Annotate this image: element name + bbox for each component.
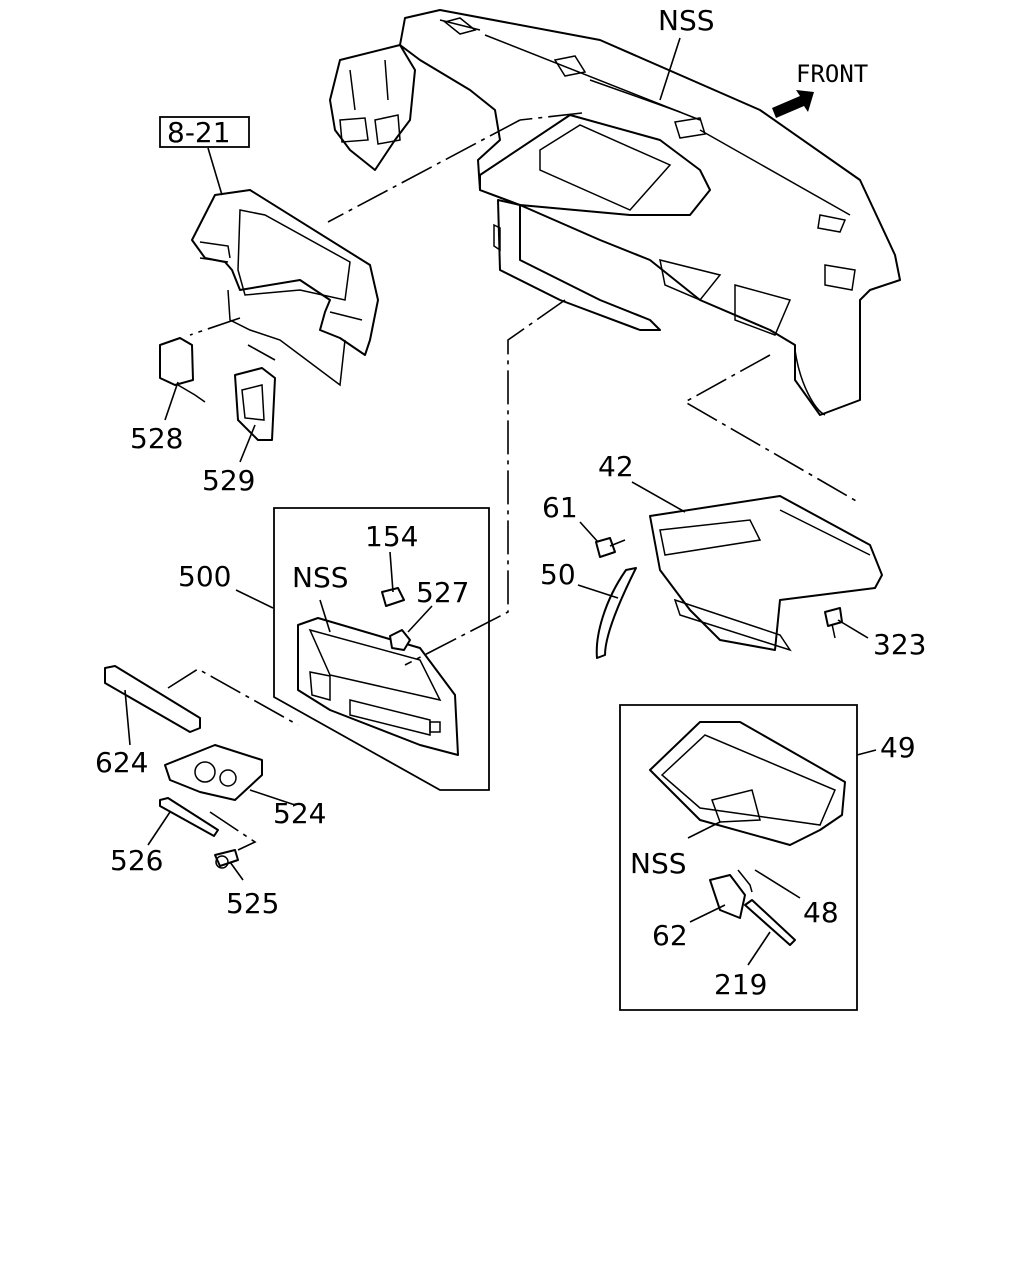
- label-525: 525: [226, 887, 279, 920]
- part-525-screw: [214, 849, 239, 869]
- front-arrow-icon: [772, 90, 814, 118]
- part-528-switch: [159, 337, 206, 403]
- leader-lines: [124, 37, 877, 966]
- label-42: 42: [598, 450, 634, 483]
- label-front: FRONT: [796, 60, 868, 88]
- label-528: 528: [130, 422, 183, 455]
- dash-panel: [329, 9, 901, 416]
- part-524-panel: [164, 744, 263, 801]
- part-529-switch: [234, 367, 276, 441]
- glove-box-42: [649, 495, 883, 652]
- label-nss-lid: NSS: [630, 847, 687, 880]
- label-nss-bezel: NSS: [292, 561, 349, 594]
- label-dash-panel: NSS: [658, 4, 715, 37]
- label-624: 624: [95, 746, 148, 779]
- label-529: 529: [202, 464, 255, 497]
- label-ref: 8-21: [167, 116, 231, 149]
- part-50-strap: [595, 567, 637, 659]
- label-323: 323: [873, 628, 926, 661]
- meter-hood: [191, 189, 379, 387]
- part-526-strip: [159, 797, 219, 837]
- label-500: 500: [178, 560, 231, 593]
- label-48: 48: [803, 896, 839, 929]
- lid-assembly-49: [619, 704, 858, 1011]
- part-61-screw: [595, 537, 626, 558]
- ref-box: [159, 116, 250, 148]
- label-50: 50: [540, 558, 576, 591]
- dash-chain-lines: [167, 112, 859, 851]
- label-526: 526: [110, 844, 163, 877]
- label-524: 524: [273, 797, 326, 830]
- bezel-assembly-500: [273, 507, 490, 791]
- part-323-screw: [824, 607, 843, 639]
- label-49: 49: [880, 731, 916, 764]
- label-154: 154: [365, 520, 418, 553]
- label-61: 61: [542, 491, 578, 524]
- label-62: 62: [652, 919, 688, 952]
- part-624-strip: [104, 665, 201, 733]
- label-219: 219: [714, 968, 767, 1001]
- label-527: 527: [416, 576, 469, 609]
